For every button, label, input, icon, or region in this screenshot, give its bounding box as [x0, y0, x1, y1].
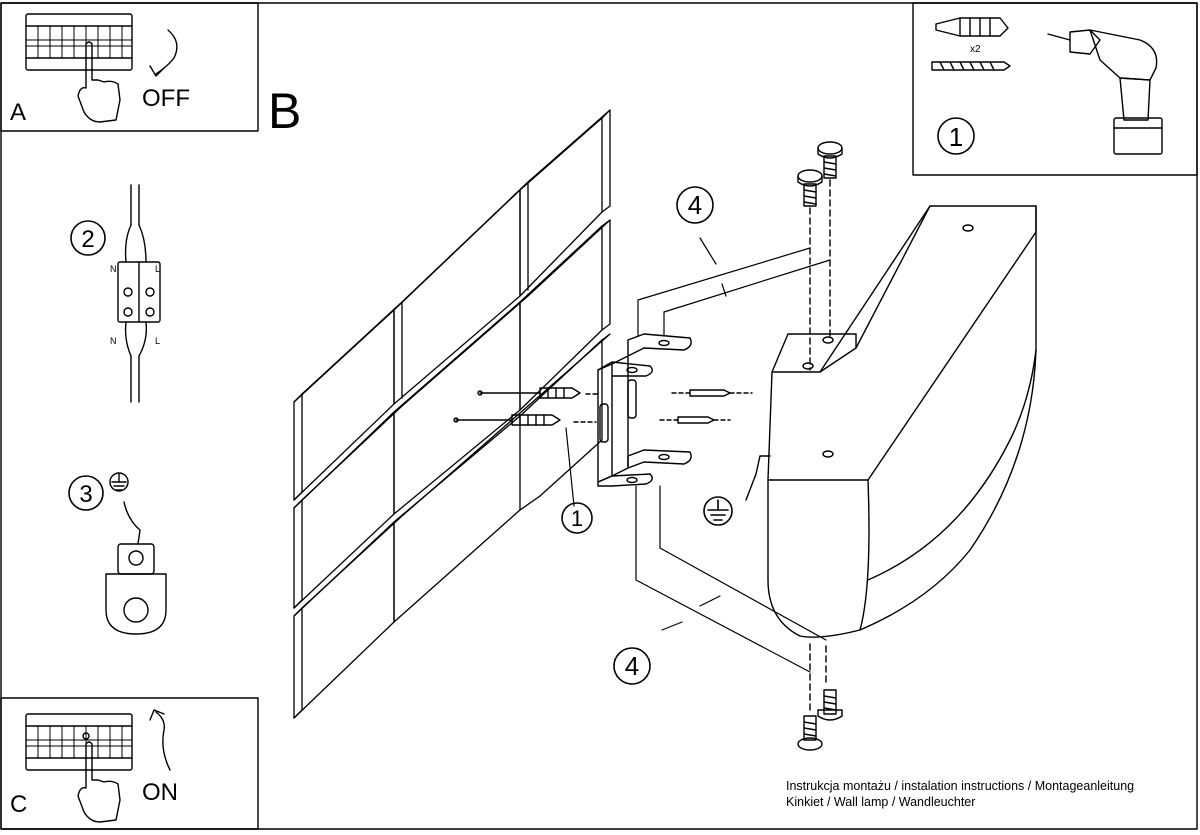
step-markers — [68, 117, 975, 685]
screw-icon — [797, 169, 823, 207]
hand-icon — [77, 741, 121, 823]
step-3-label: 3 — [79, 481, 92, 508]
wall-anchors — [453, 387, 753, 426]
guide-lines — [565, 237, 831, 673]
panel-c-letter: C — [10, 791, 27, 818]
step-circle — [68, 475, 104, 511]
caption-line-1: Instrukcja montażu / instalation instruc… — [786, 779, 1135, 793]
screw-icon — [931, 61, 1011, 71]
panel-a-state: OFF — [142, 85, 190, 112]
step-circle — [937, 117, 975, 155]
tile — [293, 309, 395, 501]
tile — [293, 411, 395, 609]
tools-panel-frame — [912, 2, 1198, 176]
step-circle — [561, 502, 593, 534]
panel-a-letter: A — [10, 99, 26, 126]
wall-plug-icon — [935, 17, 1009, 37]
step-4-bottom-label: 4 — [625, 651, 639, 681]
mounting-bracket — [597, 333, 692, 487]
tile — [519, 117, 603, 297]
step-1-bracket-label: 1 — [571, 506, 583, 531]
tools-panel — [912, 2, 1198, 176]
panel-c-frame — [0, 697, 259, 830]
panel-c — [0, 697, 259, 830]
wire-n-bottom: N — [110, 336, 117, 346]
step-4-top-label: 4 — [688, 190, 702, 220]
drill-icon — [1047, 29, 1163, 155]
tile — [293, 521, 395, 719]
wire-l-top: L — [155, 264, 160, 274]
breaker-box-icon — [25, 13, 133, 71]
panel-a — [0, 2, 259, 132]
instructions-caption: Instrukcja montażu / instalation instruc… — [786, 778, 1134, 810]
arrow-head-icon — [149, 65, 165, 77]
step-1-tools-label: 1 — [949, 122, 963, 152]
wall-tiles — [293, 109, 611, 719]
screw-icon — [817, 141, 843, 179]
panel-a-frame — [0, 2, 259, 132]
screw-icon — [797, 715, 823, 751]
rotate-up-arrow-icon — [155, 711, 171, 771]
tile — [393, 189, 521, 405]
wire-n-top: N — [110, 264, 117, 274]
tile — [393, 415, 521, 623]
wall-lamp — [745, 205, 1037, 638]
caption-line-2: Kinkiet / Wall lamp / Wandleuchter — [786, 795, 976, 809]
breaker-box-icon — [25, 713, 133, 771]
step-2-label: 2 — [81, 226, 94, 253]
panel-c-state: ON — [142, 779, 178, 806]
anchor-quantity: x2 — [970, 44, 981, 55]
rotate-down-arrow-icon — [155, 29, 178, 75]
panel-b-letter: B — [268, 83, 301, 139]
ground-symbol-icon — [703, 496, 733, 526]
arrow-head-icon — [149, 709, 165, 721]
ground-terminal — [105, 472, 167, 635]
ground-symbol-icon — [109, 472, 129, 492]
fixing-screws — [797, 141, 843, 751]
wire-l-bottom: L — [155, 336, 160, 346]
step-circle — [676, 186, 714, 224]
wiring-diagram — [117, 184, 161, 403]
step-circle — [70, 220, 106, 256]
screw-icon — [817, 689, 843, 721]
hand-icon — [77, 41, 121, 123]
tile — [393, 301, 521, 515]
step-circle — [613, 647, 651, 685]
